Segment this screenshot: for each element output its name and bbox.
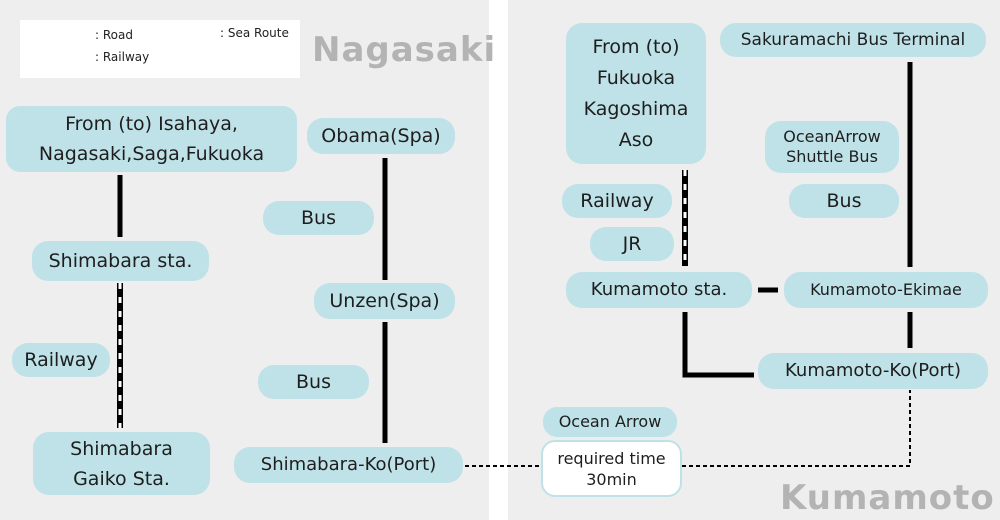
- node-railway-right: Railway: [562, 184, 672, 218]
- node-ocean-arrow-shuttle-bus-label: OceanArrow Shuttle Bus: [783, 127, 881, 166]
- region-label-nagasaki: Nagasaki: [312, 30, 497, 70]
- node-shimabara-ko-port-label: Shimabara-Ko(Port): [260, 454, 437, 475]
- node-bus-3: Bus: [789, 184, 899, 218]
- required-time-box: required time 30min: [541, 440, 682, 497]
- node-shimabara-sta-label: Shimabara sta.: [48, 250, 193, 272]
- node-from-isahaya: From (to) Isahaya, Nagasaki,Saga,Fukuoka: [6, 106, 297, 172]
- node-kumamoto-ekimae: Kumamoto-Ekimae: [784, 272, 988, 308]
- node-shimabara-ko-port: Shimabara-Ko(Port): [234, 447, 463, 483]
- node-kumamoto-ko-port-label: Kumamoto-Ko(Port): [785, 360, 961, 381]
- node-jr-label: JR: [622, 233, 642, 255]
- node-from-fukuoka: From (to) Fukuoka Kagoshima Aso: [566, 23, 706, 164]
- node-ocean-arrow-label: Ocean Arrow: [558, 412, 662, 431]
- region-label-kumamoto: Kumamoto: [780, 478, 995, 518]
- node-obama-label: Obama(Spa): [321, 125, 441, 147]
- node-jr: JR: [590, 227, 674, 261]
- node-from-fukuoka-label: From (to) Fukuoka Kagoshima Aso: [583, 35, 689, 151]
- node-ocean-arrow-shuttle-bus: OceanArrow Shuttle Bus: [765, 121, 899, 173]
- node-shimabara-sta: Shimabara sta.: [32, 241, 209, 281]
- road-kumamotosta-kumamotoko: [682, 312, 754, 378]
- node-bus-2-label: Bus: [296, 371, 331, 393]
- legend-road-label: : Road: [95, 28, 133, 42]
- legend: : Road : Railway : Sea Route: [20, 20, 300, 78]
- node-bus-2: Bus: [258, 365, 369, 399]
- node-from-isahaya-label: From (to) Isahaya, Nagasaki,Saga,Fukuoka: [38, 113, 265, 165]
- node-bus-1-label: Bus: [301, 207, 336, 229]
- node-shimabara-gaiko-sta: Shimabara Gaiko Sta.: [33, 432, 210, 495]
- node-sakuramachi-bus-terminal: Sakuramachi Bus Terminal: [720, 23, 986, 57]
- node-sakuramachi-bus-terminal-label: Sakuramachi Bus Terminal: [740, 30, 966, 50]
- node-unzen: Unzen(Spa): [314, 283, 455, 319]
- node-bus-1: Bus: [263, 201, 374, 235]
- sea-route-right: [682, 390, 911, 467]
- node-bus-3-label: Bus: [826, 190, 862, 212]
- node-ocean-arrow: Ocean Arrow: [543, 407, 677, 437]
- required-time-label: required time 30min: [557, 448, 666, 489]
- legend-sea-route-label: : Sea Route: [220, 26, 289, 40]
- node-kumamoto-sta: Kumamoto sta.: [566, 272, 752, 308]
- legend-railway-label: : Railway: [95, 50, 150, 64]
- node-railway-right-label: Railway: [580, 190, 654, 212]
- node-obama: Obama(Spa): [307, 118, 455, 154]
- node-shimabara-gaiko-sta-label: Shimabara Gaiko Sta.: [70, 437, 173, 490]
- node-railway-left-label: Railway: [24, 349, 98, 371]
- node-railway-left: Railway: [12, 343, 110, 377]
- node-unzen-label: Unzen(Spa): [329, 290, 440, 312]
- node-kumamoto-ekimae-label: Kumamoto-Ekimae: [810, 280, 962, 299]
- node-kumamoto-ko-port: Kumamoto-Ko(Port): [758, 353, 988, 389]
- node-kumamoto-sta-label: Kumamoto sta.: [590, 279, 728, 300]
